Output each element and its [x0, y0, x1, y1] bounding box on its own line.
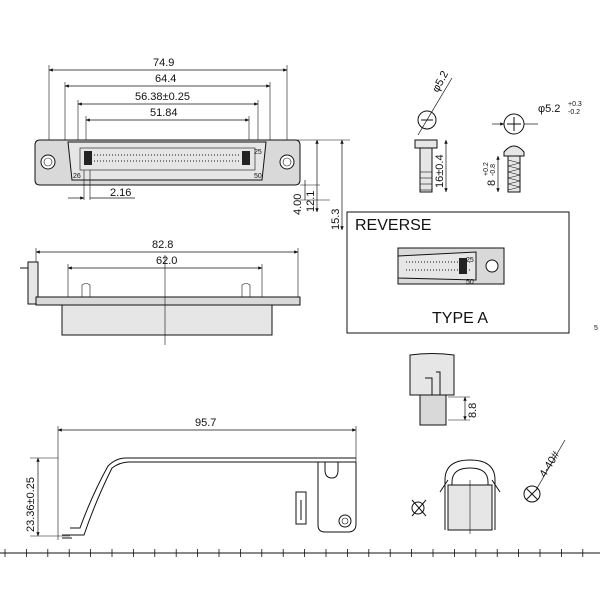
dim-screw2-diameter: φ5.2 [538, 103, 560, 115]
top-view: 74.9 64.4 56.38±0.25 51.84 25 26 50 [34, 57, 350, 231]
side-part-foot [419, 394, 447, 426]
reverse-connector-shell [397, 251, 477, 281]
latch-spring [62, 461, 356, 536]
pin-label-26: 26 [73, 173, 81, 180]
dim-64-4: 64.4 [155, 73, 176, 85]
screw2-head [503, 145, 525, 157]
latch-hole [338, 514, 352, 528]
pin-label-50: 50 [254, 173, 262, 180]
clip-screw-left [411, 501, 425, 515]
dim-56-38: 56.38±0.25 [135, 91, 190, 103]
type-a-label: TYPE A [432, 310, 488, 327]
dim-2-16: 2.16 [110, 187, 131, 199]
side-part: 8.8 [409, 353, 479, 426]
dim-23-36: 23.36±0.25 [25, 477, 37, 532]
dim-8-8: 8.8 [467, 403, 479, 418]
reverse-title: REVERSE [355, 217, 431, 234]
clip-view: 4-40# [411, 439, 566, 534]
dim-screw2-tol-plus: +0.3 [568, 101, 582, 108]
dim-4-00: 4.00 [292, 194, 304, 215]
dim-screw2-len-minus: -0.8 [490, 164, 497, 176]
dim-screw2-len-plus: +0.2 [483, 162, 490, 176]
latch-tab [317, 462, 357, 533]
side-body [61, 304, 273, 336]
reverse-box: REVERSE TYPE A 25 50 [346, 211, 570, 334]
reverse-mount-hole [485, 259, 499, 273]
dim-12-1: 12.1 [305, 191, 317, 212]
dim-74-9: 74.9 [153, 57, 174, 69]
screw-2: φ5.2 +0.3 -0.2 8 +0.2 -0.8 [483, 101, 582, 193]
left-mount-hole [40, 154, 56, 170]
dim-82-8: 82.8 [152, 239, 173, 251]
clip-bracket [444, 459, 496, 530]
side-flange [35, 296, 301, 306]
dim-screw-length: 16±0.4 [434, 154, 446, 188]
reverse-pin-50: 50 [466, 279, 474, 286]
top-pins [84, 151, 250, 165]
dim-62-0: 62.0 [156, 255, 177, 267]
bottom-ruler [0, 549, 600, 557]
bottom-view: 95.7 23.36±0.25 [25, 417, 357, 540]
pin-label-25: 25 [254, 149, 262, 156]
reverse-pin-25: 25 [466, 257, 474, 264]
dim-screw2-length: 8 [486, 180, 498, 186]
side-part-body [409, 353, 455, 396]
dim-95-7: 95.7 [195, 417, 216, 429]
clip-screw-right [523, 485, 541, 503]
side-bracket-left [27, 261, 39, 305]
dim-15-3: 15.3 [330, 209, 342, 230]
dim-51-84: 51.84 [150, 107, 178, 119]
screw-1: φ5.2 16±0.4 [414, 69, 453, 193]
edge-mark: 5 [594, 325, 598, 332]
dim-thread: 4-40# [537, 449, 563, 480]
dim-screw-diameter: φ5.2 [430, 69, 451, 94]
screw-head [414, 139, 438, 149]
screw-shank [419, 147, 433, 193]
right-mount-hole [279, 154, 295, 170]
side-view: 82.8 62.0 [20, 239, 301, 345]
dim-screw2-tol-minus: -0.2 [568, 109, 580, 116]
